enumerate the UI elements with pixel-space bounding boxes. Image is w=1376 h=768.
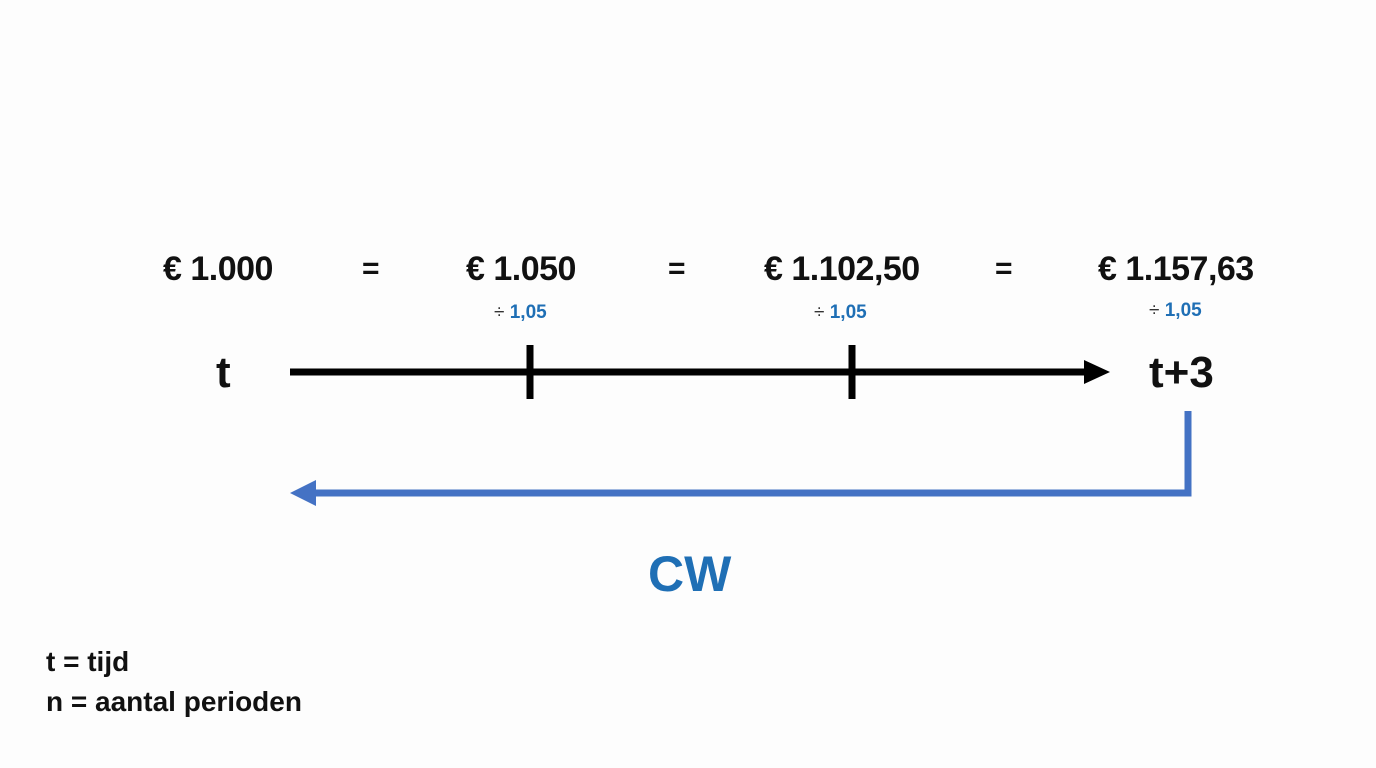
amount-t1: € 1.050 [466,250,576,288]
timeline-start-label: t [216,348,231,397]
legend-line-periods: n = aantal perioden [46,686,302,717]
discount-arrow [290,411,1192,506]
amount-t3: € 1.157,63 [1098,250,1254,288]
divisor-value: 1,05 [829,302,867,323]
divisor-value: 1,05 [1164,300,1202,321]
divide-symbol: ÷ [494,302,505,323]
divisor-value: 1,05 [509,302,547,323]
divide-symbol: ÷ [814,302,825,323]
amount-t0: € 1.000 [163,250,273,288]
present-value-label: CW [648,546,732,602]
timeline-end-label: t+3 [1149,348,1214,397]
timeline-arrow [290,360,1110,384]
equals-sign-1: = [362,252,380,285]
legend-line-time: t = tijd [46,646,130,677]
divisor-1: ÷ 1,05 [494,302,547,324]
equals-sign-3: = [995,252,1013,285]
amount-t2: € 1.102,50 [764,250,920,288]
divide-symbol: ÷ [1149,300,1160,321]
equals-sign-2: = [668,252,686,285]
divisor-2: ÷ 1,05 [814,302,867,324]
divisor-3: ÷ 1,05 [1149,300,1202,322]
